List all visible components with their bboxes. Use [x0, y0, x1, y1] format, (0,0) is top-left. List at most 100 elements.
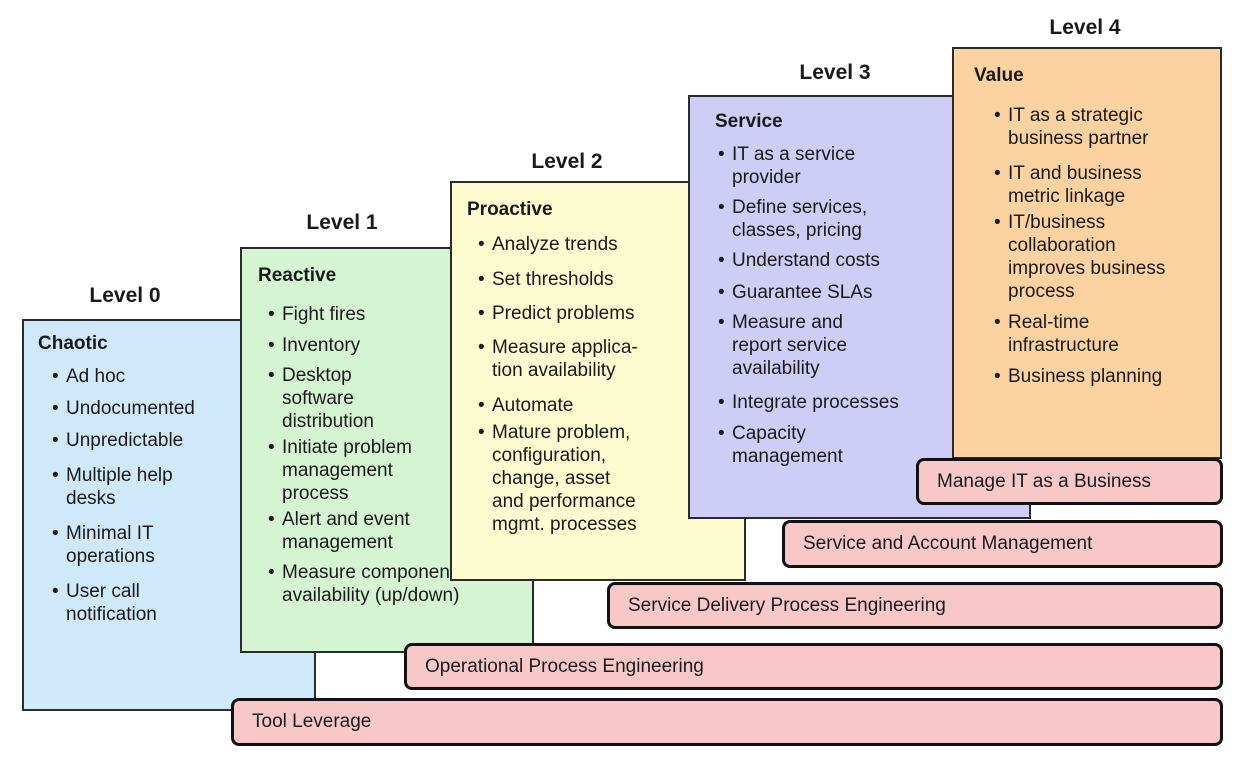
bar-service-and-account-management: Service and Account Management	[782, 520, 1223, 568]
list-item-line: Alert and event	[282, 509, 410, 530]
list-item-line: provider	[732, 167, 801, 188]
list-item-line: IT/business	[1008, 212, 1106, 233]
list-item-line: Understand costs	[732, 250, 880, 271]
list-item-line: configuration,	[492, 445, 607, 466]
level-1-title: Reactive	[258, 265, 337, 286]
list-item: Measure applica-tion availability	[478, 336, 740, 382]
bar-label: Operational Process Engineering	[425, 655, 704, 677]
list-item-line: availability (up/down)	[282, 585, 460, 606]
level-1-list: Fight firesInventoryDesktopsoftwaredistr…	[268, 303, 530, 607]
list-item: Set thresholds	[478, 268, 740, 291]
list-item: Mature problem,configuration,change, ass…	[478, 421, 740, 536]
bar-label: Service Delivery Process Engineering	[628, 594, 946, 616]
list-item: Business planning	[994, 365, 1220, 388]
bar-label: Manage IT as a Business	[937, 470, 1152, 492]
list-item-line: Inventory	[282, 335, 361, 356]
list-item: Ad hoc	[52, 365, 262, 388]
level-3-title: Service	[715, 111, 783, 132]
list-item-line: collaboration	[1008, 235, 1116, 256]
list-item: Understand costs	[718, 249, 1023, 272]
level-0-label: Level 0	[89, 284, 161, 307]
list-item: Inventory	[268, 334, 530, 357]
list-item-line: business partner	[1008, 128, 1149, 149]
list-item-line: management	[282, 460, 393, 481]
list-item: Analyze trends	[478, 233, 740, 256]
list-item-line: management	[732, 446, 843, 467]
level-2-list: Analyze trendsSet thresholdsPredict prob…	[478, 233, 740, 536]
list-item-line: availability	[732, 358, 820, 379]
list-item-line: Define services,	[732, 197, 868, 218]
list-item-line: Automate	[492, 395, 574, 416]
list-item: Fight fires	[268, 303, 530, 326]
level-3-label: Level 3	[799, 61, 871, 84]
list-item-line: User call	[66, 581, 140, 602]
list-item-line: Mature problem,	[492, 422, 631, 443]
bar-label: Tool Leverage	[252, 711, 372, 732]
list-item-line: mgmt. processes	[492, 514, 637, 535]
list-item-line: Predict problems	[492, 303, 635, 324]
list-item-line: Multiple help	[66, 465, 173, 486]
list-item-line: Ad hoc	[66, 366, 126, 387]
level-4-label: Level 4	[1049, 16, 1121, 39]
list-item-line: IT as a service	[732, 144, 856, 165]
bar-manage-it-as-a-business: Manage IT as a Business	[916, 458, 1223, 505]
list-item-line: Desktop	[282, 365, 352, 386]
list-item-line: Set thresholds	[492, 269, 614, 290]
list-item-line: IT and business	[1008, 163, 1142, 184]
list-item-line: metric linkage	[1008, 186, 1126, 207]
list-item-line: distribution	[282, 411, 374, 432]
list-item: Guarantee SLAs	[718, 281, 1023, 304]
list-item: Undocumented	[52, 397, 262, 420]
bar-tool-leverage: Tool Leverage	[231, 698, 1223, 746]
list-item-line: management	[282, 532, 393, 553]
level-1-label: Level 1	[306, 211, 378, 234]
list-item-line: Fight fires	[282, 304, 366, 325]
bar-label: Service and Account Management	[803, 533, 1093, 554]
list-item-line: software	[282, 388, 354, 409]
list-item-line: Capacity	[732, 423, 806, 444]
list-item-line: and performance	[492, 491, 636, 512]
level-3-list: IT as a serviceproviderDefine services,c…	[718, 143, 1023, 468]
list-item-line: Business planning	[1008, 366, 1163, 387]
list-item-line: classes, pricing	[732, 220, 862, 241]
list-item-line: Minimal IT	[66, 523, 154, 544]
list-item: Automate	[478, 394, 740, 417]
list-item-line: Undocumented	[66, 398, 195, 419]
bar-service-delivery-process-engineering: Service Delivery Process Engineering	[607, 582, 1223, 629]
list-item-line: Initiate problem	[282, 437, 412, 458]
level-2-title: Proactive	[467, 199, 553, 220]
list-item: Unpredictable	[52, 429, 262, 452]
list-item-line: process	[1008, 281, 1075, 302]
list-item-line: Guarantee SLAs	[732, 282, 873, 303]
list-item-line: IT as a strategic	[1008, 105, 1143, 126]
list-item-line: report service	[732, 335, 848, 356]
list-item-line: change, asset	[492, 468, 611, 489]
level-0-title: Chaotic	[38, 333, 108, 354]
list-item-line: notification	[66, 604, 157, 625]
list-item-line: tion availability	[492, 360, 616, 381]
level-4-title: Value	[974, 65, 1024, 86]
list-item: Integrate processes	[718, 391, 1023, 414]
list-item-line: Measure applica-	[492, 337, 638, 358]
list-item-line: process	[282, 483, 349, 504]
list-item: Predict problems	[478, 302, 740, 325]
list-item-line: operations	[66, 546, 155, 567]
list-item-line: Unpredictable	[66, 430, 184, 451]
list-item: Define services,classes, pricing	[718, 196, 1023, 242]
